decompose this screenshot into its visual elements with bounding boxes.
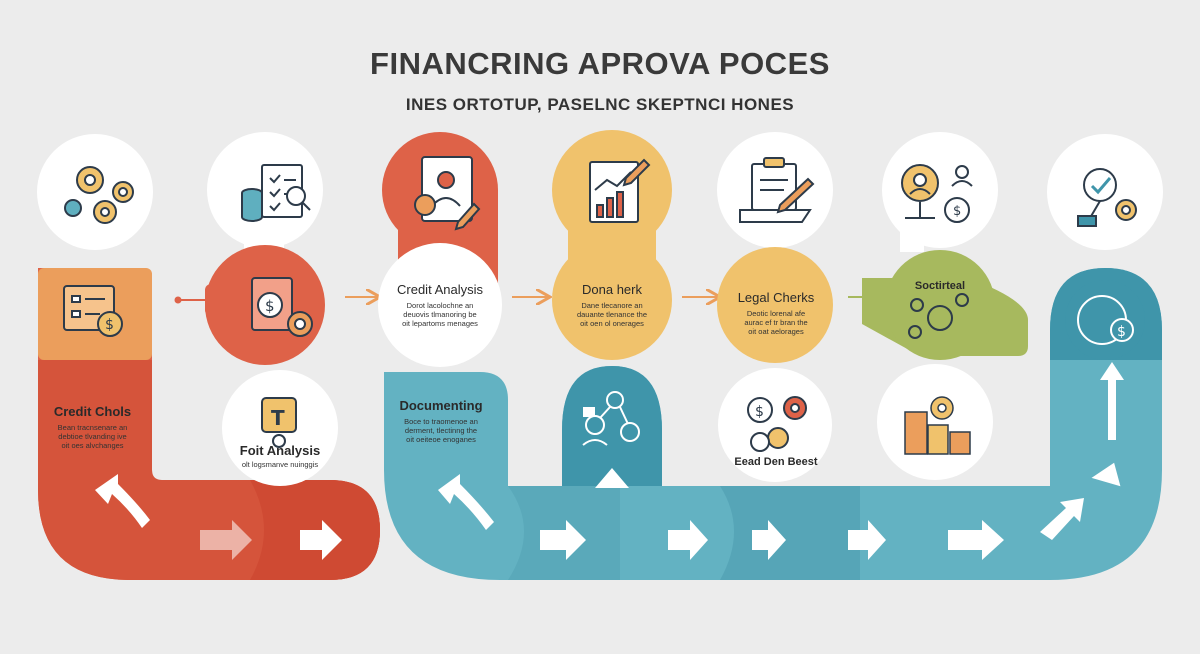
buildings-gear-icon bbox=[904, 396, 971, 455]
svg-text:$: $ bbox=[953, 204, 961, 219]
step-label: Foit Analysis bbox=[239, 443, 321, 458]
step-desc: oit oen ol onerages bbox=[580, 319, 644, 328]
svg-text:$: $ bbox=[265, 297, 275, 315]
dollar-document-gear-icon: $ bbox=[251, 277, 313, 337]
step-credit-chols: Credit Chols Bean tracnsenare an debtioe… bbox=[30, 404, 155, 450]
step-eead-den-beest: Eead Den Beest bbox=[724, 456, 828, 472]
step-desc: derment, tlectinng the bbox=[404, 426, 478, 435]
step-desc: debtioe tlvanding ive bbox=[58, 432, 127, 441]
lightbulb-gear-icon: T bbox=[261, 397, 297, 448]
flow-arrows bbox=[95, 362, 1124, 560]
checklist-database-icon bbox=[241, 164, 311, 222]
step-label: Credit Analysis bbox=[397, 282, 483, 297]
contract-sign-icon bbox=[739, 157, 815, 223]
gears-icon bbox=[64, 166, 134, 224]
step-desc: Bean tracnsenare an bbox=[57, 423, 128, 432]
page-title: FINANCRING APROVA POCES bbox=[370, 46, 830, 81]
svg-text:$: $ bbox=[105, 317, 114, 333]
step-dona-herk: Dona herk Dane tlecanore an dauante tlen… bbox=[560, 282, 664, 328]
step-label: Credit Chols bbox=[53, 404, 132, 419]
step-desc: olt logsmanve nuinggis bbox=[241, 460, 319, 469]
chart-pencil-icon bbox=[589, 158, 651, 223]
step-label: Documenting bbox=[399, 398, 483, 413]
step-desc: dauante tlenance the bbox=[576, 310, 648, 319]
step-label: Eead Den Beest bbox=[734, 456, 818, 468]
svg-text:$: $ bbox=[755, 404, 764, 420]
dollar-seal-icon: $ bbox=[1077, 295, 1134, 345]
teal-flow-band bbox=[384, 268, 1162, 580]
step-desc: oit oeiteoe enoganes bbox=[406, 435, 476, 444]
step-label: Soctirteal bbox=[914, 280, 966, 292]
step-desc: oit lepartoms menages bbox=[402, 319, 478, 328]
nodes-gear-icon bbox=[908, 293, 969, 339]
page-subtitle: INES ORTOTUP, PASELNC SKEPTNCI HONES bbox=[405, 95, 795, 114]
document-gear-icon bbox=[414, 156, 481, 231]
people-gear-icon: $ bbox=[901, 164, 973, 223]
step-desc: deuovis tlmanoring be bbox=[403, 310, 477, 319]
step-label: Legal Cherks bbox=[737, 290, 815, 305]
step-desc: Deotic lorenal afe bbox=[746, 309, 806, 318]
form-dollar-icon: $ bbox=[63, 285, 123, 337]
step-desc: Dorot lacolochne an bbox=[406, 301, 474, 310]
step-desc: Dane tlecanore an bbox=[581, 301, 643, 310]
svg-text:T: T bbox=[271, 406, 285, 430]
step-desc: Boce to traomenoe an bbox=[404, 417, 478, 426]
step-legal-cherks: Legal Cherks Deotic lorenal afe aurac ef… bbox=[724, 290, 828, 336]
magnifier-gear-icon bbox=[1077, 168, 1137, 227]
step-desc: oit oat aelorages bbox=[748, 327, 804, 336]
step-foit-analysis: Foit Analysis olt logsmanve nuinggis bbox=[228, 443, 332, 469]
step-desc: oit oes alvchanges bbox=[61, 441, 124, 450]
dollar-coins-icon: $ bbox=[747, 396, 807, 452]
step-label: Dona herk bbox=[582, 282, 642, 297]
step-credit-analysis: Credit Analysis Dorot lacolochne an deuo… bbox=[388, 282, 492, 328]
network-people-icon bbox=[582, 391, 640, 446]
svg-text:$: $ bbox=[1117, 324, 1126, 340]
triangle-marker bbox=[595, 468, 629, 488]
step-documenting: Documenting Boce to traomenoe an derment… bbox=[386, 398, 496, 444]
step-desc: aurac ef tr bran the bbox=[744, 318, 808, 327]
step-soctirteal: Soctirteal bbox=[890, 280, 990, 296]
